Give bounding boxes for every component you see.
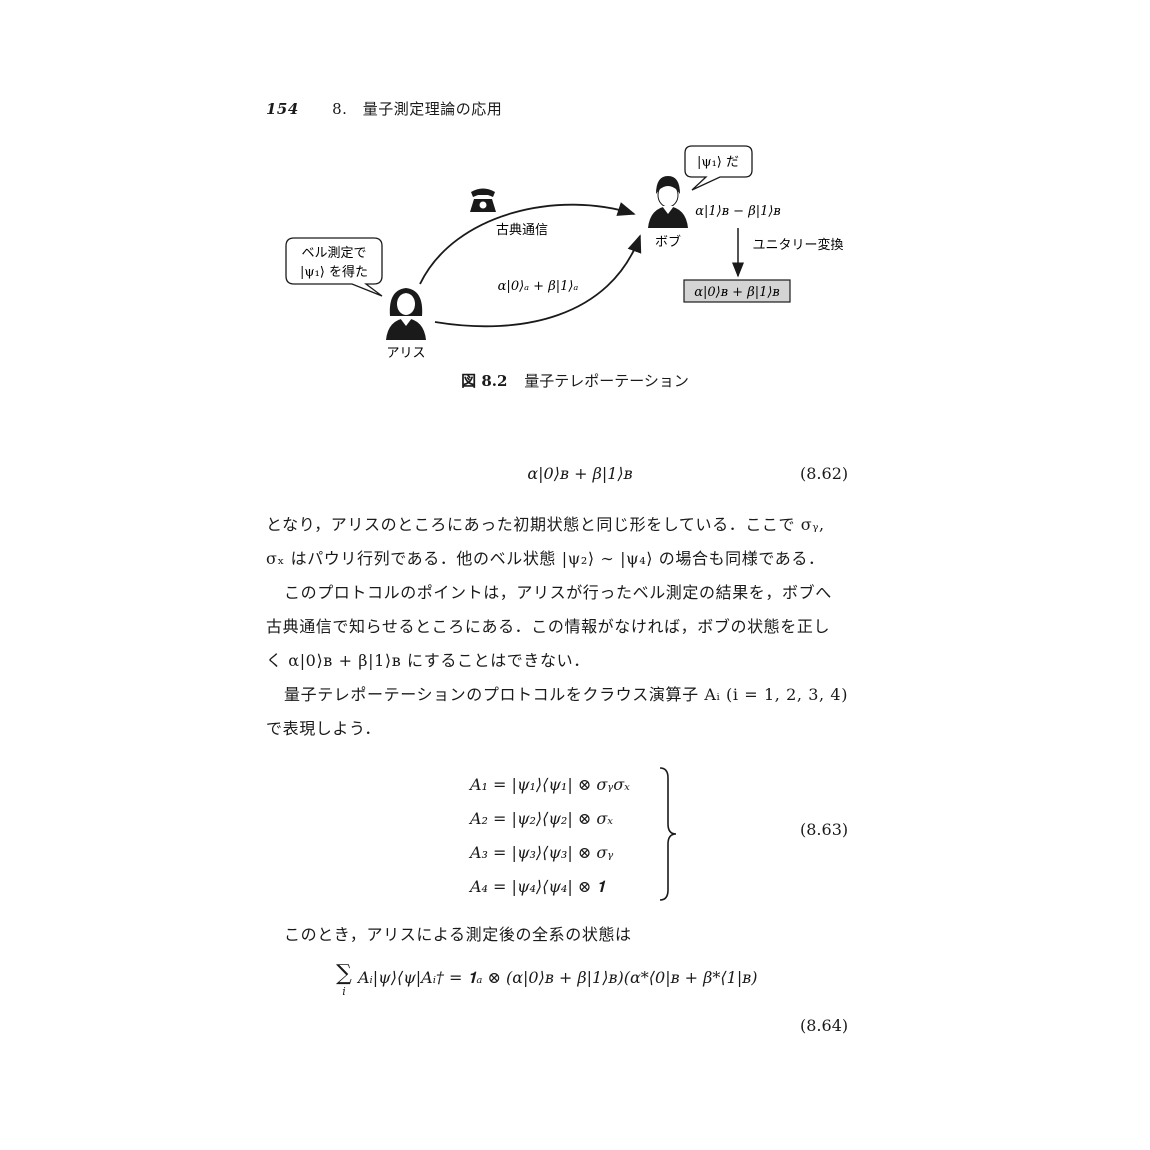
paragraph-3: 量子テレポーテーションのプロトコルをクラウス演算子 Aᵢ (i = 1, 2, … [266,678,876,746]
figure-caption: 図 8.2 量子テレポーテーション [0,370,1150,391]
bob-state-after-box [683,279,791,303]
equation-number-8-64: (8.64) [800,1016,849,1035]
alice-state-label: α|0⟩ₐ + β|1⟩ₐ [498,279,579,294]
paragraph-2-line-1: このプロトコルのポイントは，アリスが行ったベル測定の結果を，ボブへ [284,583,832,602]
alice-bubble-line2: |ψ₁⟩ を得た [300,264,368,280]
label-bob: ボブ [655,234,681,250]
quantum-channel-arrow [434,234,642,328]
equation-8-62: α|0⟩ʙ + β|1⟩ʙ [527,464,633,483]
paragraph-4: このとき，アリスによる測定後の全系の状態は [266,918,876,952]
running-head: 154 8. 量子測定理論の応用 [266,98,502,119]
chapter-title: 量子測定理論の応用 [362,100,503,118]
chapter-number: 8. [332,100,348,118]
label-alice: アリス [386,346,425,361]
paragraph-3-line-2: で表現しよう． [266,719,381,738]
alice-speech-bubble: ベル測定で |ψ₁⟩ を得た [285,237,383,297]
paragraph-1-line-2: σₓ はパウリ行列である．他のベル状態 |ψ₂⟩ ∼ |ψ₄⟩ の場合も同様であ… [266,549,825,568]
paragraph-4-line-1: このとき，アリスによる測定後の全系の状態は [284,925,632,944]
label-unitary-transformation: ユニタリー変換 [752,237,843,253]
summation-sign: ∑ [336,961,352,986]
bob-state-before: α|1⟩ʙ − β|1⟩ʙ [695,204,781,219]
alice-bubble-line1: ベル測定で [301,246,366,261]
paragraph-1: となり，アリスのところにあった初期状態と同じ形をしている．ここで σᵧ, σₓ … [266,508,876,576]
teleportation-figure: ベル測定で |ψ₁⟩ を得た |ψ₁⟩ だ アリス ボブ 古典通信 α|0⟩ₐ … [285,145,844,361]
equation-number-8-63: (8.63) [800,820,849,839]
page-number: 154 [266,100,299,118]
paragraph-3-line-1: 量子テレポーテーションのプロトコルをクラウス演算子 Aᵢ (i = 1, 2, … [284,685,849,704]
person-bob-icon [648,176,688,228]
paragraph-1-line-1: となり，アリスのところにあった初期状態と同じ形をしている．ここで σᵧ, [266,515,825,534]
bob-bubble-text: |ψ₁⟩ だ [697,155,739,170]
paragraph-2: このプロトコルのポイントは，アリスが行ったベル測定の結果を，ボブへ 古典通信で知… [266,576,876,678]
equation-number-8-62: (8.62) [800,464,849,483]
telephone-icon [470,188,496,212]
classical-channel-arrow [419,202,636,285]
person-alice-icon [386,288,426,340]
label-classical-communication: 古典通信 [496,223,548,238]
equation-8-63: A₁ = |ψ₁⟩⟨ψ₁| ⊗ σᵧσₓ A₂ = |ψ₂⟩⟨ψ₂| ⊗ σₓ … [470,768,660,904]
figure-label: 図 8.2 [461,372,508,390]
paragraph-2-line-2: 古典通信で知らせるところにある．この情報がなければ，ボブの状態を正し [266,617,831,636]
equation-8-63-row-3: A₃ = |ψ₃⟩⟨ψ₃| ⊗ σᵧ [470,843,614,862]
summation-block: ∑ i [334,962,354,998]
figure-caption-text: 量子テレポーテーション [524,372,689,390]
bob-state-after: α|0⟩ʙ + β|1⟩ʙ [694,285,780,300]
equation-8-64: Aᵢ|ψ⟩⟨ψ|Aᵢ† = 𝟏ₐ ⊗ (α|0⟩ʙ + β|1⟩ʙ)(α*⟨0|… [358,968,758,987]
paragraph-2-line-3: く α|0⟩ʙ + β|1⟩ʙ にすることはできない． [266,651,590,670]
equation-8-63-row-1: A₁ = |ψ₁⟩⟨ψ₁| ⊗ σᵧσₓ [470,775,630,794]
right-brace [659,767,677,901]
summation-index: i [342,985,346,998]
bob-speech-bubble: |ψ₁⟩ だ [684,145,753,191]
equation-8-63-row-4: A₄ = |ψ₄⟩⟨ψ₄| ⊗ 𝟏 [470,877,606,896]
equation-8-63-row-2: A₂ = |ψ₂⟩⟨ψ₂| ⊗ σₓ [470,809,613,828]
